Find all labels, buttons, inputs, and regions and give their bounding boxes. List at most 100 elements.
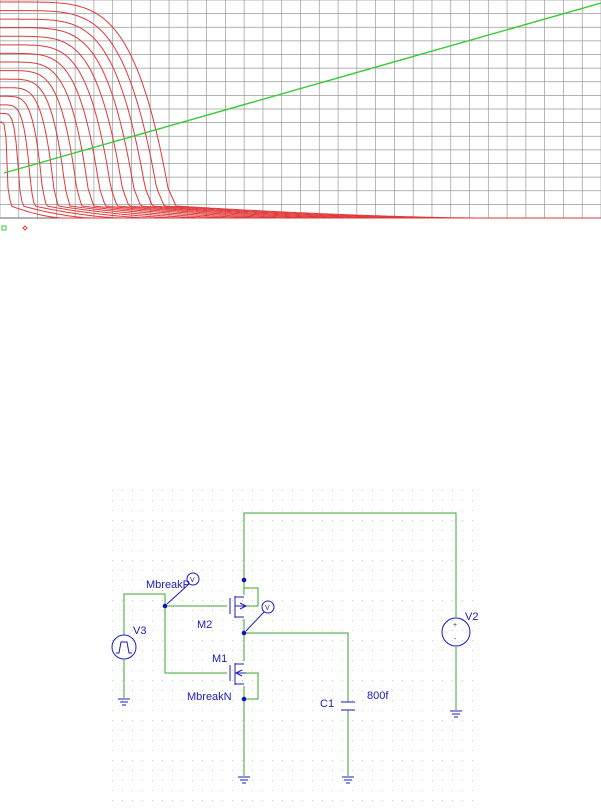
nmos-transistor-symbol — [229, 663, 246, 685]
grid-dot — [332, 690, 333, 691]
grid-dot — [352, 770, 353, 771]
grid-dot — [112, 620, 113, 621]
grid-dot — [302, 600, 303, 601]
grid-dot — [172, 510, 173, 511]
grid-dot — [462, 530, 463, 531]
grid-dot — [332, 750, 333, 751]
grid-dot — [392, 560, 393, 561]
c1-value-label: 800f — [367, 690, 389, 702]
grid-dot — [122, 760, 123, 761]
grid-dot — [322, 490, 323, 491]
grid-dot — [362, 540, 363, 541]
grid-dot — [302, 800, 303, 801]
grid-dot — [402, 600, 403, 601]
pmos-body-tie-wire — [244, 587, 259, 607]
grid-dot — [422, 500, 423, 501]
grid-dot — [122, 700, 123, 701]
grid-dot — [412, 710, 413, 711]
grid-dot — [352, 650, 353, 651]
grid-dot — [372, 770, 373, 771]
grid-dot — [382, 570, 383, 571]
grid-dot — [322, 720, 323, 721]
grid-dot — [132, 700, 133, 701]
grid-dot — [392, 710, 393, 711]
grid-dot — [442, 570, 443, 571]
grid-dot — [242, 520, 243, 521]
grid-dot — [362, 790, 363, 791]
grid-dot — [132, 600, 133, 601]
grid-dot — [312, 790, 313, 791]
grid-dot — [342, 760, 343, 761]
grid-dot — [142, 560, 143, 561]
grid-dot — [472, 700, 473, 701]
grid-dot — [182, 510, 183, 511]
grid-dot — [432, 700, 433, 701]
grid-dot — [372, 720, 373, 721]
grid-dot — [112, 530, 113, 531]
grid-dot — [272, 530, 273, 531]
grid-dot — [162, 770, 163, 771]
grid-dot — [222, 760, 223, 761]
grid-dot — [252, 760, 253, 761]
grid-dot — [242, 640, 243, 641]
grid-dot — [332, 670, 333, 671]
pmos-transistor-symbol — [229, 596, 248, 618]
grid-dot — [152, 630, 153, 631]
grid-dot — [122, 710, 123, 711]
grid-dot — [242, 600, 243, 601]
grid-dot — [112, 540, 113, 541]
grid-dot — [112, 780, 113, 781]
grid-dot — [422, 710, 423, 711]
input-probe-lead — [166, 583, 190, 605]
pmos-model-label: MbreakP — [146, 579, 190, 591]
grid-dot — [182, 740, 183, 741]
grid-dot — [422, 700, 423, 701]
grid-dot — [362, 770, 363, 771]
grid-dot — [312, 490, 313, 491]
grid-dot — [262, 700, 263, 701]
grid-dot — [132, 660, 133, 661]
grid-dot — [222, 670, 223, 671]
grid-dot — [472, 530, 473, 531]
grid-dot — [162, 640, 163, 641]
grid-dot — [452, 670, 453, 671]
grid-dot — [132, 730, 133, 731]
grid-dot — [252, 750, 253, 751]
grid-dot — [172, 520, 173, 521]
grid-dot — [242, 750, 243, 751]
grid-dot — [222, 490, 223, 491]
grid-dot — [402, 770, 403, 771]
grid-dot — [412, 650, 413, 651]
grid-dot — [142, 520, 143, 521]
grid-dot — [292, 680, 293, 681]
grid-dot — [142, 610, 143, 611]
grid-dot — [182, 550, 183, 551]
grid-dot — [452, 500, 453, 501]
grid-dot — [432, 560, 433, 561]
grid-dot — [132, 800, 133, 801]
grid-dot — [192, 490, 193, 491]
grid-dot — [472, 740, 473, 741]
grid-dot — [212, 790, 213, 791]
grid-dot — [232, 500, 233, 501]
grid-dot — [352, 740, 353, 741]
grid-dot — [302, 690, 303, 691]
grid-dot — [422, 540, 423, 541]
grid-dot — [382, 650, 383, 651]
grid-dot — [322, 500, 323, 501]
grid-dot — [142, 570, 143, 571]
grid-dot — [162, 730, 163, 731]
grid-dot — [332, 720, 333, 721]
grid-dot — [312, 520, 313, 521]
grid-dot — [232, 590, 233, 591]
grid-dot — [252, 490, 253, 491]
grid-dot — [352, 510, 353, 511]
grid-dot — [222, 570, 223, 571]
grid-dot — [422, 630, 423, 631]
grid-dot — [162, 710, 163, 711]
grid-dot — [192, 790, 193, 791]
grid-dot — [222, 730, 223, 731]
grid-dot — [422, 790, 423, 791]
grid-dot — [332, 520, 333, 521]
grid-dot — [342, 520, 343, 521]
